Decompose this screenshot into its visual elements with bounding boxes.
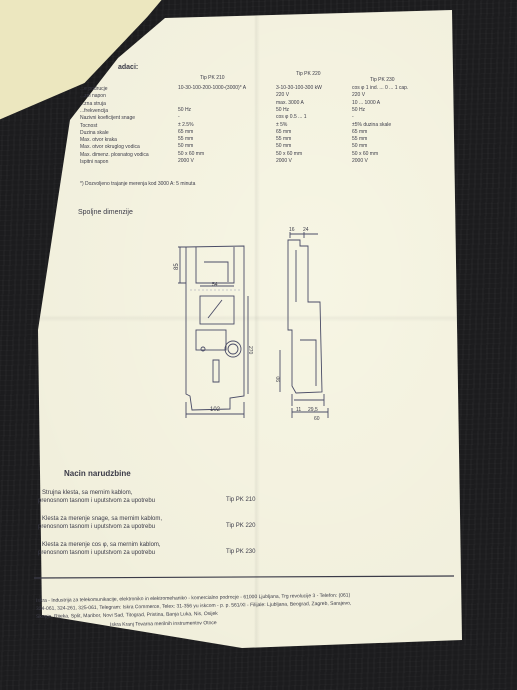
spec-row-label: ...e podrucje [80,86,108,92]
order-item-line-1: Klesta za merenje cos φ, sa mernim kablo… [42,542,161,548]
column-header-pk230: Tip PK 230 [370,77,395,83]
spec-cell-pk230: - [352,114,354,121]
spec-cell-pk230: cos φ 1 ind. ... 0 ... 1 cap. [352,85,409,91]
spec-cell-pk210: 10-30-100-200-1000-(3000)* A [178,85,247,91]
order-item-model: Tip PK 220 [226,523,256,529]
spec-row-label: Nazivni koeficijent snage [80,115,136,122]
spec-cell-pk220: 3-10-30-100-300 kW [276,85,322,91]
dim-body-width: 102 [210,407,221,413]
dim-side-w1: 11 [296,407,302,413]
spec-cell-pk210: 2000 V [178,158,194,164]
spec-cell-pk230: 50 x 60 mm [352,150,379,157]
spec-footnote: *) Dozvoljeno trajanje merenja kod 3000 … [80,181,196,187]
spec-row-label: Max. otvor okruglog vodica [80,144,140,151]
spec-heading: adaci: [118,64,139,71]
spec-row-label: Max. otvor kraka [80,137,117,144]
order-item-model: Tip PK 230 [226,549,256,555]
spec-cell-pk220: 50 Hz [276,106,290,113]
column-header-pk210: Tip PK 210 [200,75,225,81]
spec-cell-pk230: 50 Hz [352,106,366,113]
spec-row-label: ...frekvencija [80,107,109,114]
front-view-outline [185,245,245,411]
dimensions-heading: Spoljne dimenzije [78,209,133,216]
spec-cell-pk220: max. 3000 A [276,99,304,106]
meter-window [199,295,235,325]
spec-cell-pk220: 50 x 60 mm [276,150,303,157]
side-view-outline [287,239,323,394]
spec-cell-pk220: 50 mm [276,143,292,150]
spec-cell-pk210: - [178,114,180,121]
spec-row-label: ...zna struja [80,100,106,107]
spec-cell-pk220: 2000 V [276,158,292,164]
spec-cell-pk210: 50 mm [178,143,194,150]
spec-cell-pk230: ±5% duzina skale [352,121,392,128]
order-item-line-1: Klesta za merenje snage, sa mernim kablo… [42,516,163,522]
spec-row-label: Duzina skale [80,129,109,136]
dim-side-top-1: 16 [289,227,295,233]
dim-window-width: 54 [212,282,218,288]
spec-cell-pk230: 50 mm [352,143,368,150]
order-item-line-1: Strujna klesta, sa mernim kablom, [42,490,133,496]
spec-row-label: Max. dimenz. plosnatog vodica [80,151,149,158]
spec-cell-pk230: 220 V [352,92,366,99]
spec-row-label: ...zni napon [80,93,106,100]
spec-cell-pk230: 55 mm [352,136,368,143]
dim-side-w2: 29,5 [308,407,318,413]
spec-cell-pk220: 55 mm [276,136,292,143]
dim-side-total: 60 [314,416,320,422]
order-item-model: Tip PK 210 [226,497,256,503]
handle-slot [212,359,220,383]
order-item-line-2: prenosnom tasnom i uputstvom za upotrebu [38,524,156,530]
spec-cell-pk220: cos φ 0.5 ... 1 [276,114,307,121]
order-item-line-2: prenosnom tasnom i uputstvom za upotrebu [38,550,156,556]
spec-row-label: Tocnost [80,122,98,129]
column-header-pk220: Tip PK 220 [296,71,321,77]
jaw-outline [195,247,235,284]
spec-row-label: Ispitni napon [80,159,109,165]
spec-cell-pk210: 50 x 60 mm [178,150,205,157]
spec-cell-pk230: 65 mm [352,128,368,135]
spec-cell-pk220: 220 V [276,92,290,99]
spec-cell-pk210: 55 mm [178,136,194,143]
ordering-heading: Nacin narudzbine [64,469,131,478]
spec-cell-pk210: 50 Hz [178,106,192,113]
spec-cell-pk220: ± 5% [276,121,288,128]
spec-cell-pk230: 2000 V [352,158,368,164]
selector-knob [224,340,242,358]
order-item-line-2: prenosnom tasnom i uputstvom za upotrebu [38,498,156,504]
spec-cell-pk210: ± 2.5% [178,121,194,128]
spec-cell-pk210: 65 mm [178,128,194,135]
dim-side-top-2: 24 [303,227,309,233]
spec-cell-pk220: 65 mm [276,128,292,135]
spec-cell-pk230: 10 ... 1000 A [352,99,381,106]
